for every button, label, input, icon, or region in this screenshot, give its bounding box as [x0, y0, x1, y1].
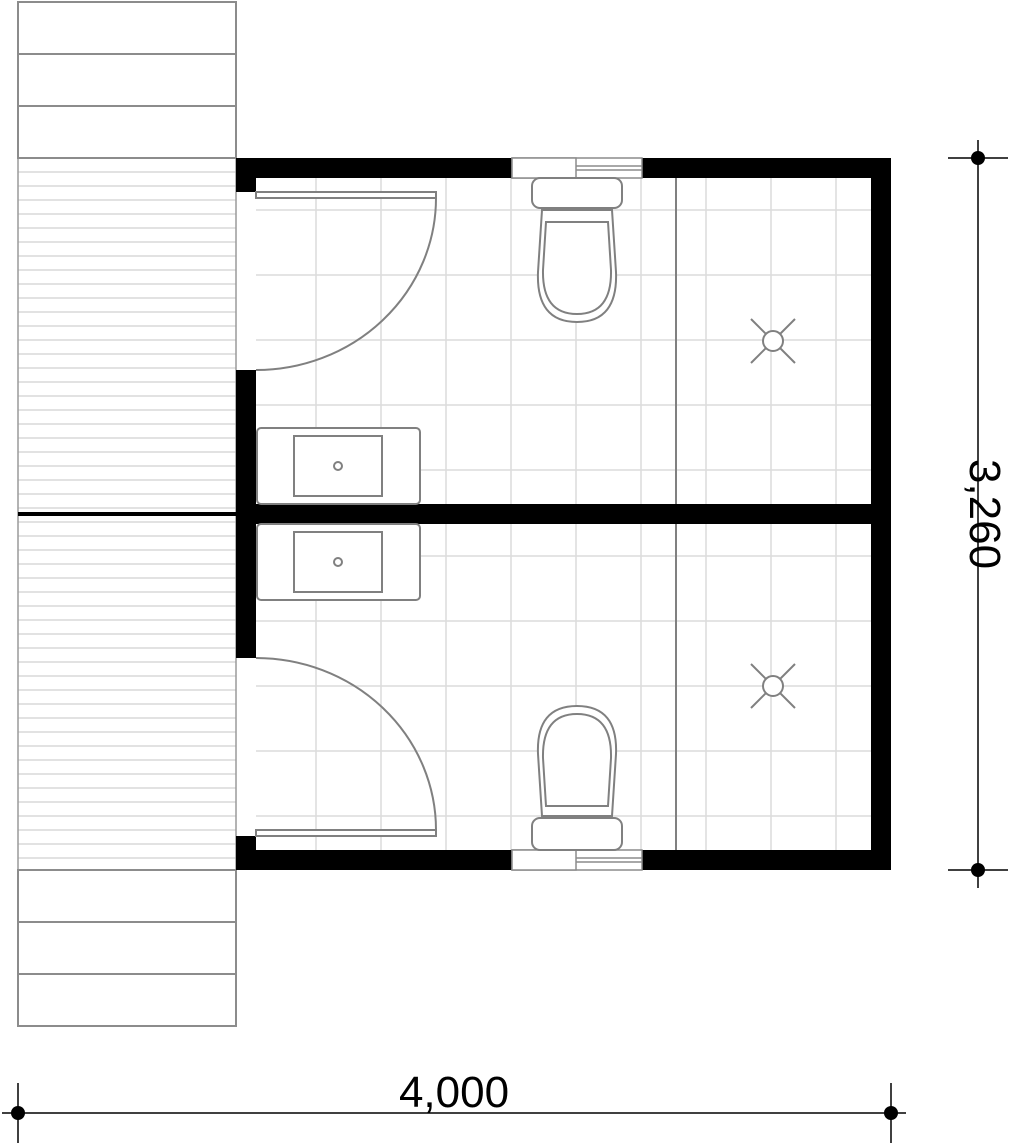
steps-bottom: [17, 869, 237, 1027]
wall-middle: [236, 504, 891, 524]
window-bottom: [511, 849, 643, 871]
wall-top-left: [236, 158, 512, 178]
walls: [236, 158, 891, 870]
dimension-dot: [971, 863, 985, 877]
step: [17, 53, 237, 107]
step: [17, 869, 237, 923]
dimension-height-label: 3,260: [960, 459, 1009, 569]
sink-drain: [333, 557, 343, 567]
dimension-height: 3,260: [948, 140, 1009, 888]
door-leaf: [255, 191, 437, 199]
wall-bottom-right: [642, 850, 891, 870]
wall-left-middle: [236, 370, 256, 658]
step: [17, 921, 237, 975]
drain-circle: [762, 330, 784, 352]
toilet-lower: [531, 704, 623, 851]
door-lower: [255, 657, 437, 837]
toilet-tank: [531, 177, 623, 209]
door-swing-arc: [255, 657, 437, 831]
dimension-dot: [884, 1106, 898, 1120]
door-leaf: [255, 829, 437, 837]
deck: [17, 157, 240, 871]
step: [17, 1, 237, 55]
toilet-seat: [541, 712, 613, 807]
wall-bottom-left: [236, 850, 512, 870]
shower-drain-upper: [750, 318, 796, 364]
window-sash: [511, 157, 577, 179]
wall-left-bottom-stub: [236, 836, 256, 870]
deck-planks: [18, 171, 236, 859]
sink-lower: [256, 523, 421, 601]
door-upper: [255, 191, 437, 371]
wall-top-right: [642, 158, 891, 178]
step: [17, 105, 237, 159]
steps-top: [17, 1, 237, 159]
wall-left-top-stub: [236, 158, 256, 192]
toilet-tank: [531, 817, 623, 851]
sink-drain: [333, 461, 343, 471]
shower-drain-lower: [750, 663, 796, 709]
window-sash: [511, 849, 577, 871]
drain-circle: [762, 675, 784, 697]
sink-upper: [256, 427, 421, 505]
door-swing-arc: [255, 197, 437, 371]
dimension-dot: [11, 1106, 25, 1120]
toilet-upper: [531, 177, 623, 324]
dimension-width-label: 4,000: [399, 1068, 509, 1117]
step: [17, 973, 237, 1027]
window-top: [511, 157, 643, 179]
dimension-width: 4,000: [2, 1068, 906, 1143]
dimension-dot: [971, 151, 985, 165]
toilet-seat: [541, 221, 613, 316]
